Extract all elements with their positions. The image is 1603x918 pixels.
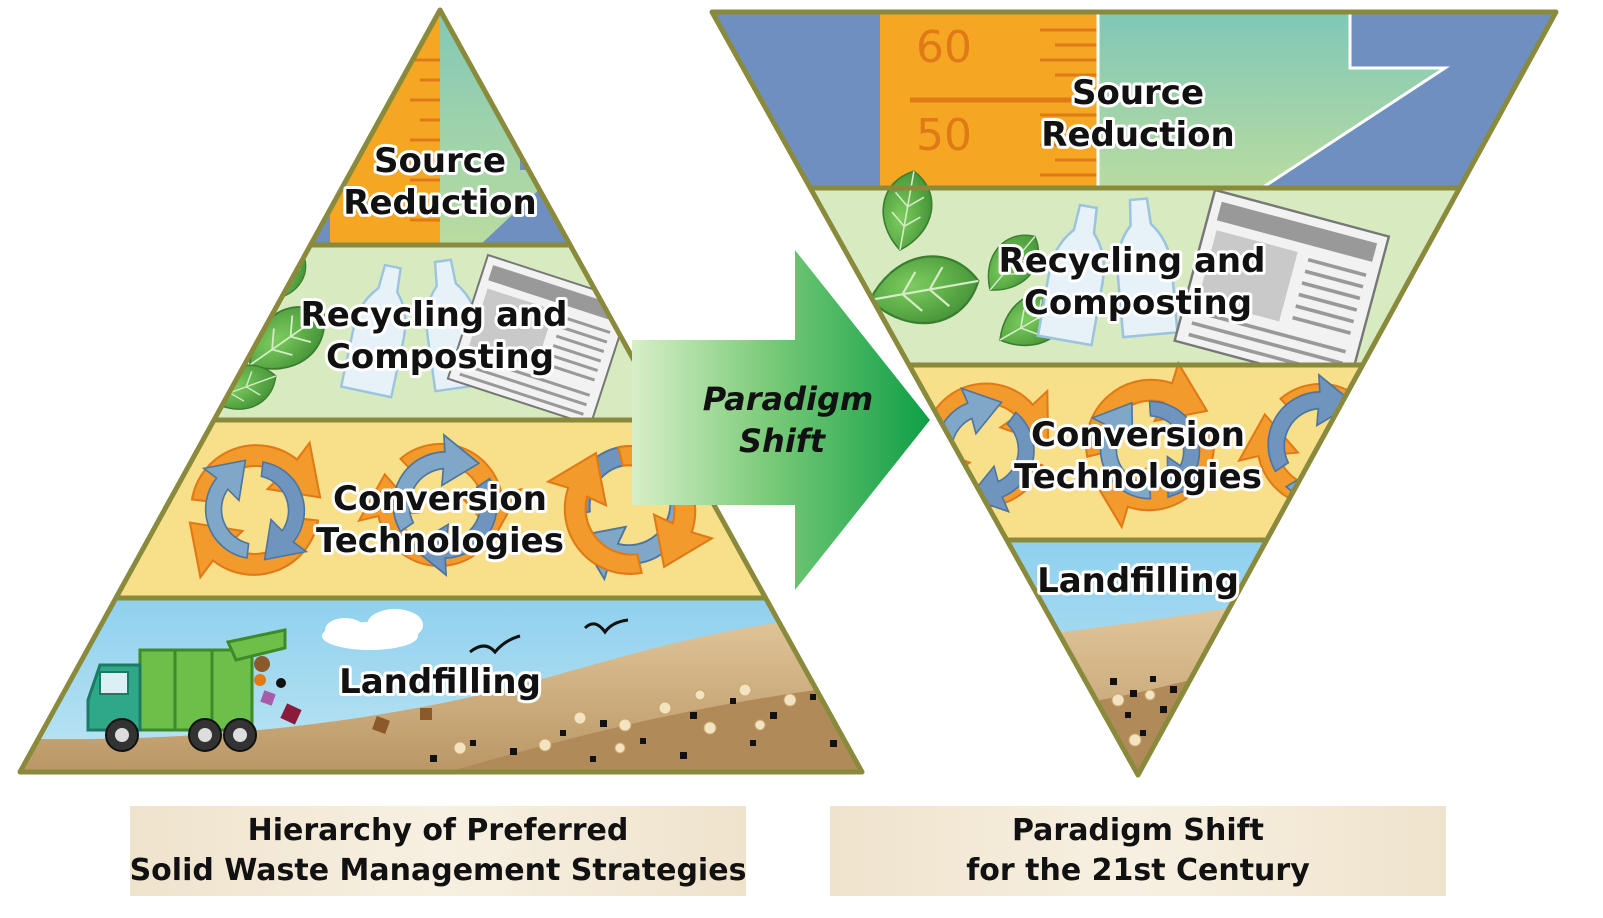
left-tier-landfill-bg <box>20 598 862 772</box>
right-tier-2-label-line2: Composting <box>1024 283 1252 323</box>
left-tier-1-label-line2: Reduction <box>343 183 536 223</box>
ruler-mark-50: 50 <box>916 110 972 161</box>
right-caption: Paradigm Shift for the 21st Century <box>830 806 1446 896</box>
right-tier-source-reduction-bg: 60 50 <box>712 12 1556 190</box>
arrow-label-line2: Shift <box>739 422 827 460</box>
right-tier-1-label-line2: Reduction <box>1041 115 1234 155</box>
left-tier-3-label-line2: Technologies <box>316 521 564 561</box>
left-caption-line1: Hierarchy of Preferred <box>247 813 629 848</box>
right-tier-3-label: Conversion <box>1031 415 1245 455</box>
landfill-debris <box>430 694 837 762</box>
right-tier-3-label-line2: Technologies <box>1014 457 1262 497</box>
paradigm-shift-arrow: Paradigm Shift <box>632 250 930 590</box>
bird-icon <box>469 634 521 655</box>
right-tier-2-label: Recycling and <box>999 241 1266 281</box>
landfill-debris <box>1110 676 1177 736</box>
ruler-mark-60: 60 <box>916 22 972 73</box>
right-caption-line2: for the 21st Century <box>966 853 1310 888</box>
left-caption-line2: Solid Waste Management Strategies <box>129 853 747 888</box>
left-caption: Hierarchy of Preferred Solid Waste Manag… <box>130 806 746 896</box>
left-tier-2-label: Recycling and <box>301 295 568 335</box>
left-tier-2-label-line2: Composting <box>326 337 554 377</box>
left-tier-4-label: Landfilling <box>339 662 541 702</box>
left-tier-3-label: Conversion <box>333 479 547 519</box>
cloud-icon <box>322 609 423 650</box>
right-tier-1-label: Source <box>1072 73 1204 113</box>
arrow-label-line1: Paradigm <box>703 380 874 418</box>
right-tier-4-label: Landfilling <box>1037 561 1239 601</box>
garbage-truck-icon <box>86 628 432 752</box>
right-caption-line1: Paradigm Shift <box>1011 813 1265 848</box>
bird-icon <box>583 618 629 635</box>
left-tier-1-label: Source <box>374 141 506 181</box>
